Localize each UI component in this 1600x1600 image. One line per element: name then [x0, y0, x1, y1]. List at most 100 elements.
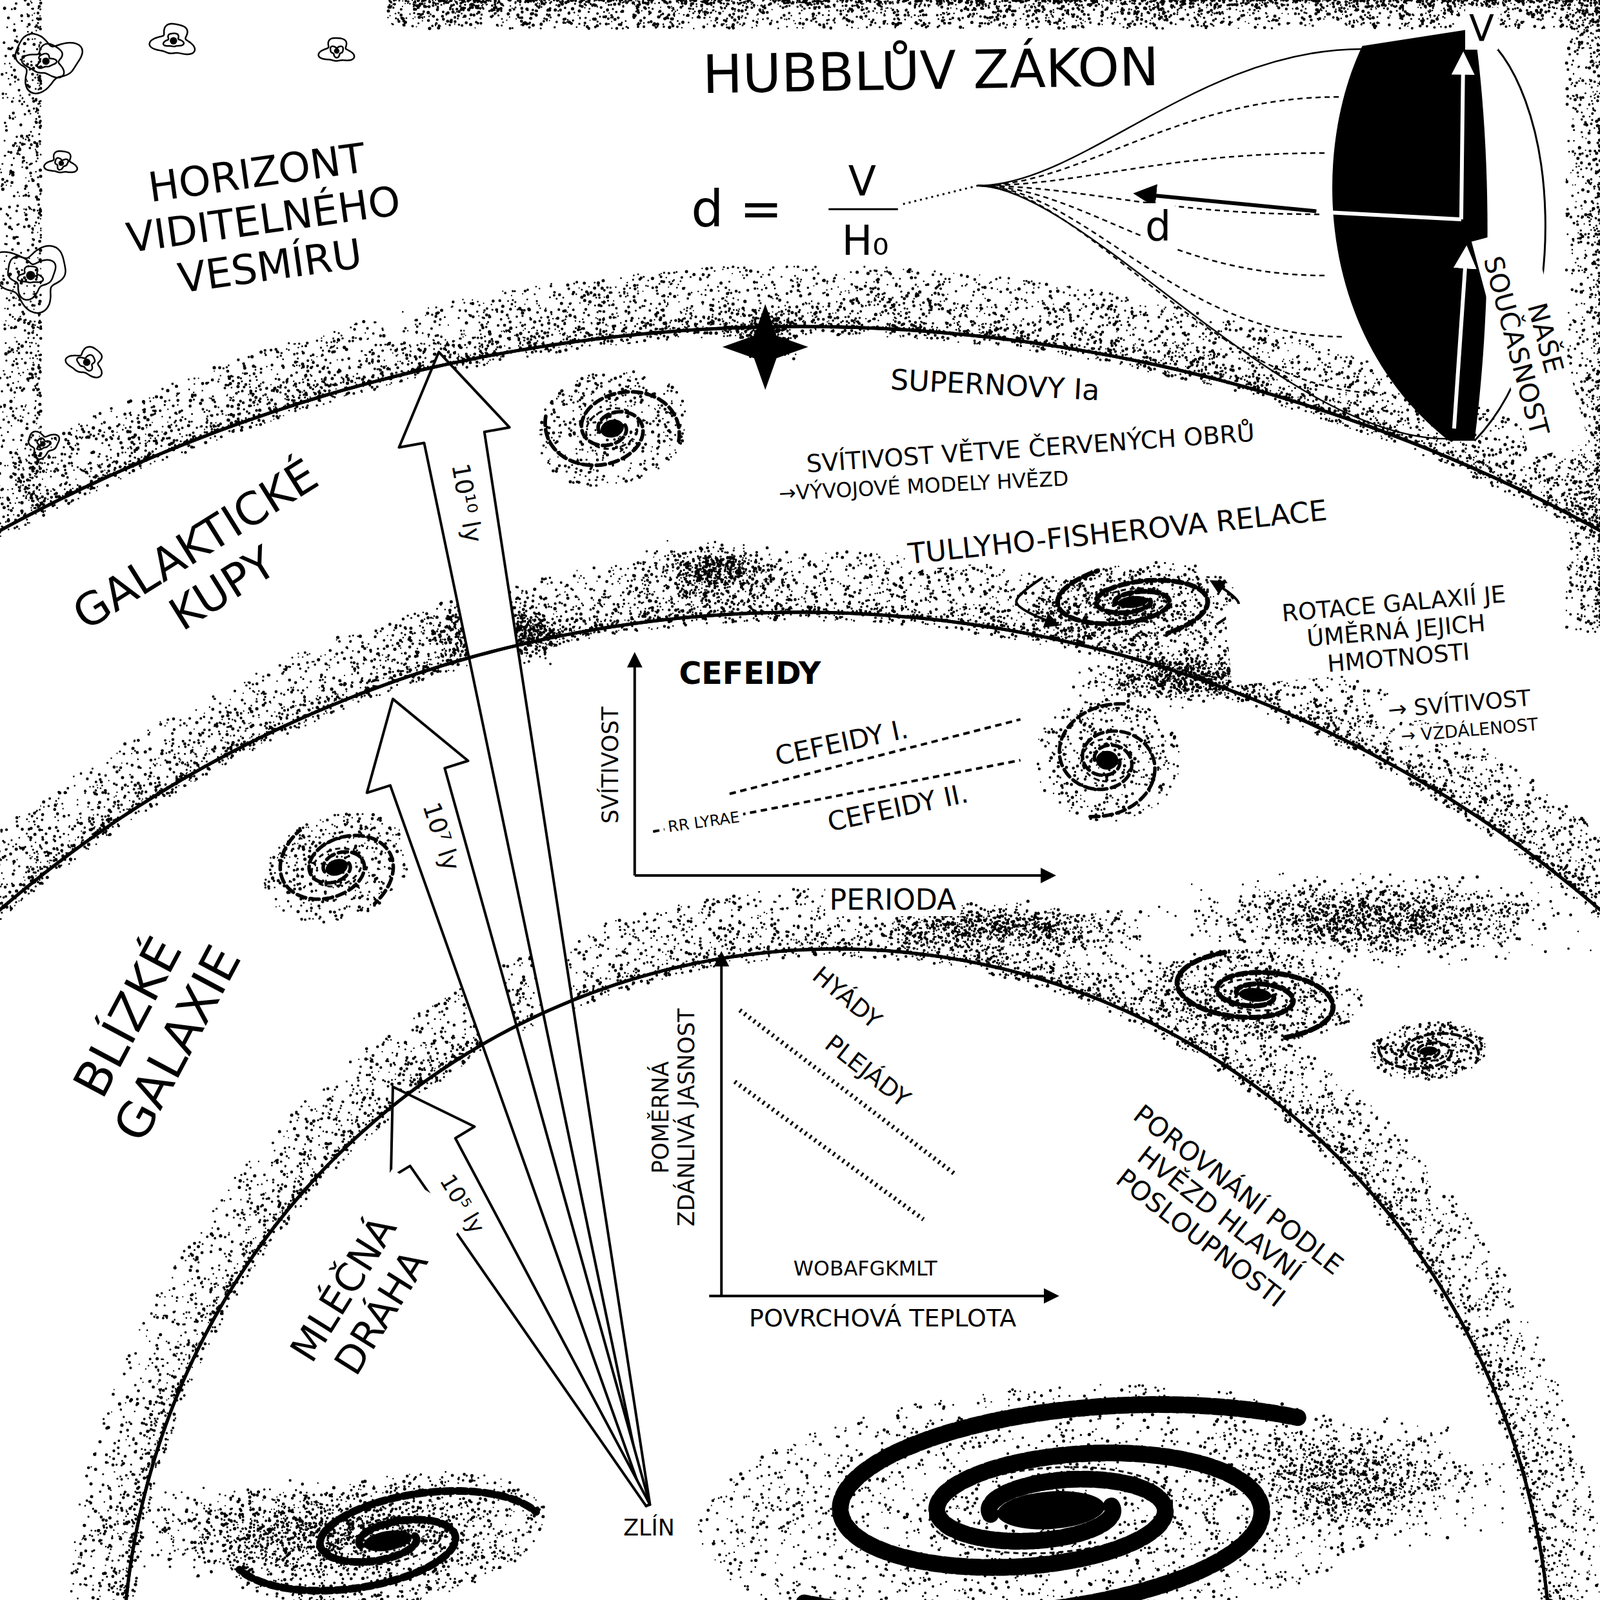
shell-title-holder: GALAKTICKÉ KUPY [34, 430, 384, 702]
contour-core [334, 48, 340, 55]
label-holder: V [844, 158, 880, 206]
contour-line [15, 33, 83, 93]
series-label: RR LYRAE [663, 808, 745, 837]
method-note: ROTACE GALAXIÍ JE ÚMĚRNÁ JEJICH HMOTNOST… [1224, 575, 1568, 686]
label-holder: ROTACE GALAXIÍ JE ÚMĚRNÁ JEJICH HMOTNOST… [1224, 575, 1568, 686]
label-holder: d = [687, 180, 787, 239]
label-holder: H₀ [838, 217, 893, 265]
contour-line [318, 38, 355, 62]
contour-line [330, 46, 344, 59]
axis-label: SVÍTIVOST [597, 702, 624, 828]
contour-line [28, 431, 60, 460]
dotted-line [903, 185, 978, 204]
contour-line [17, 266, 44, 283]
galaxy-core [996, 1487, 1107, 1533]
distance-arrow-outline [390, 1086, 650, 1506]
method-label: TULLYHO-FISHEROVA RELACE [902, 494, 1333, 572]
chart-axis [709, 1294, 1057, 1298]
chart-title: CEFEIDY [675, 656, 826, 692]
velocity-symbol: V [1465, 7, 1499, 50]
series-label: PLEJÁDY [816, 1027, 919, 1116]
label-holder: CEFEIDY [675, 656, 826, 692]
galaxy-core [598, 416, 626, 440]
method-label: POROVNÁNÍ PODLE HVĚZD HLAVNÍ POSLOUPNOST… [1058, 1074, 1381, 1355]
chart-axis [720, 954, 723, 1297]
contour-line [76, 354, 95, 371]
origin-line [1326, 212, 1462, 220]
shell-border [0, 612, 1600, 1600]
contour-core [83, 358, 91, 366]
place-label: ZLÍN [619, 1514, 679, 1541]
spiral-arm [280, 830, 364, 900]
light-cone-line [977, 185, 1378, 393]
shell-border [0, 326, 1600, 921]
hubble-sphere [1332, 28, 1488, 441]
velocity-arrow [1461, 56, 1464, 220]
axis-label: PERIODA [825, 883, 960, 917]
shell-title: MLÉČNÁ DRÁHA [256, 1169, 468, 1433]
light-cone-line [977, 152, 1325, 186]
heading: HUBBLŮV ZÁKON [698, 36, 1164, 106]
distance-symbol: d [1141, 203, 1175, 251]
supernova-flash [722, 303, 809, 390]
fraction-bar [828, 208, 899, 211]
contour-line [36, 438, 51, 450]
label-holder: POVRCHOVÁ TEPLOTA [745, 1304, 1020, 1333]
radio-contour [318, 38, 355, 62]
contour-line [54, 158, 68, 170]
contour-line [7, 256, 56, 300]
radio-contour [28, 431, 60, 460]
shell-title: GALAKTICKÉ KUPY [34, 430, 384, 702]
label-holder: RR LYRAE [663, 808, 745, 837]
radio-contour [0, 245, 66, 313]
shell-border [0, 0, 1600, 538]
shell-title-holder: HORIZONT VIDITELNÉHO VESMÍRU [101, 128, 425, 311]
label-holder: d [1141, 203, 1175, 251]
label-holder: SVÍTIVOST [597, 702, 624, 828]
contour-line [37, 53, 57, 69]
label-holder: CEFEIDY II. [821, 777, 975, 839]
shell-title: BLÍZKÉ GALAXIE [31, 869, 275, 1193]
contour-line [0, 245, 66, 313]
axis-ticks: WOBAFGKMLT [789, 1256, 942, 1280]
method-label: SUPERNOVY Ia [885, 363, 1105, 408]
contour-line [43, 150, 77, 173]
contour-line [163, 33, 184, 47]
series-label: CEFEIDY I. [769, 712, 915, 773]
shell-title-holder: MLÉČNÁ DRÁHA [256, 1169, 468, 1433]
light-cone-line [977, 96, 1339, 186]
contour-line [21, 43, 64, 78]
radio-contour [65, 346, 102, 378]
spiral-arm [1059, 703, 1132, 790]
radio-contour [43, 150, 77, 173]
shell-border [125, 949, 1549, 1600]
series-label: CEFEIDY II. [821, 777, 975, 839]
label-holder: PERIODA [825, 883, 960, 917]
axis-label: POVRCHOVÁ TEPLOTA [745, 1304, 1020, 1333]
label-holder: PLEJÁDY [816, 1027, 919, 1116]
main-sequence [740, 1010, 955, 1174]
label-holder: POROVNÁNÍ PODLE HVĚZD HLAVNÍ POSLOUPNOST… [1058, 1074, 1381, 1355]
label-holder: HUBBLŮV ZÁKON [698, 36, 1164, 106]
light-cone-line [977, 185, 1342, 337]
shell-title-holder: BLÍZKÉ GALAXIE [31, 869, 275, 1193]
contour-core [25, 270, 35, 280]
label-holder: POMĚRNÁ ZDÁNLIVÁ JASNOST [647, 999, 700, 1235]
shell-title: HORIZONT VIDITELNÉHO VESMÍRU [101, 128, 425, 311]
contour-core [41, 57, 50, 65]
label-holder: TULLYHO-FISHEROVA RELACE [902, 494, 1333, 572]
spiral-arm [545, 411, 644, 466]
contour-core [40, 441, 46, 448]
formula: H₀ [838, 217, 893, 265]
label-holder: WOBAFGKMLT [789, 1256, 942, 1280]
galaxy-core [1096, 750, 1119, 770]
contour-line [149, 23, 195, 55]
